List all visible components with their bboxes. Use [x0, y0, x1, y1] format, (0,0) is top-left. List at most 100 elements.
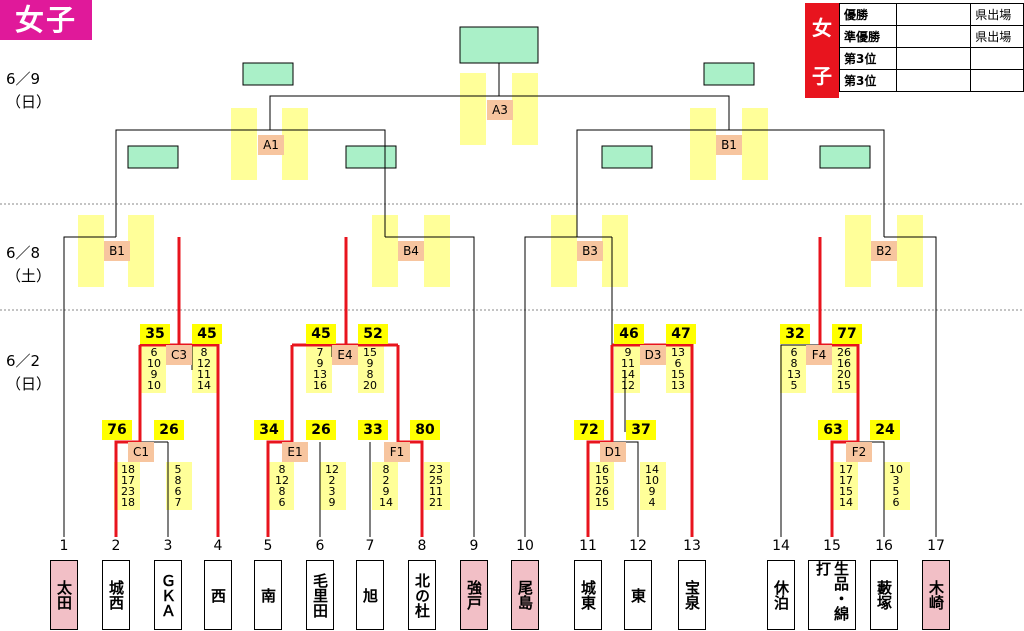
results-table: 優勝県出場 準優勝県出場 第3位 第3位	[839, 3, 1024, 92]
date-label-round1: 6／2 （日）	[6, 350, 51, 396]
results-row: 準優勝県出場	[839, 25, 1024, 48]
match-f1: F1	[384, 442, 410, 462]
match-d1: D1	[600, 442, 626, 462]
results-blank	[895, 25, 972, 48]
results-side-bottom: 子	[812, 63, 832, 88]
team-name: 強戸	[465, 580, 483, 610]
team-number: 14	[772, 538, 790, 554]
team-number: 8	[417, 538, 427, 554]
date-day: （日）	[6, 375, 52, 393]
match-f4: F4	[806, 345, 832, 365]
results-venue	[970, 47, 1024, 70]
team-box: 宝泉	[678, 560, 706, 630]
team-box: 南	[254, 560, 282, 630]
match-c3: C3	[166, 345, 192, 365]
team-box: 東	[624, 560, 652, 630]
match-f2: F2	[846, 442, 872, 462]
results-label: 準優勝	[839, 25, 897, 48]
team-name: 藪塚	[875, 580, 893, 610]
team-name: 宝泉	[683, 580, 701, 610]
team-number: 13	[683, 538, 701, 554]
team-name: 木崎	[927, 580, 945, 610]
team-box: 木崎	[922, 560, 950, 630]
team-name: 南	[259, 587, 277, 603]
results-venue: 県出場	[970, 3, 1024, 26]
score-f1-right: 80	[410, 420, 440, 440]
bracket-black	[63, 63, 937, 537]
placeholder-boxes	[127, 26, 871, 169]
team-name: 城西	[107, 580, 125, 610]
results-blank	[895, 3, 972, 26]
match-e1: E1	[282, 442, 308, 462]
date-label-final: 6／9 （日）	[6, 68, 51, 114]
score-c1-right: 26	[154, 420, 184, 440]
results-venue	[970, 69, 1024, 92]
team-box: 尾島	[511, 560, 539, 630]
team-box: 城西	[102, 560, 130, 630]
score-f2-right: 24	[870, 420, 900, 440]
results-side-label: 女 子	[805, 3, 839, 98]
match-b3: B3	[577, 241, 603, 261]
team-name: 北の杜	[413, 572, 431, 618]
team-number: 17	[927, 538, 945, 554]
score-c1-left: 76	[102, 420, 132, 440]
score-c3-right: 45	[192, 324, 222, 344]
score-f1-left: 33	[358, 420, 388, 440]
team-box: 旭	[356, 560, 384, 630]
match-b1: B1	[104, 241, 130, 261]
score-e1-left: 34	[254, 420, 284, 440]
team-box: 休泊	[767, 560, 795, 630]
score-c3-left: 35	[140, 324, 170, 344]
team-box: 毛里田	[306, 560, 334, 630]
team-name: 東	[629, 587, 647, 603]
results-label: 第3位	[839, 69, 897, 92]
team-name: 城東	[579, 580, 597, 610]
date-day: （日）	[6, 93, 52, 111]
team-name: ＧＫＡ	[159, 572, 177, 618]
team-number: 12	[629, 538, 647, 554]
date-label-round2: 6／8 （土）	[6, 242, 51, 288]
results-row: 第3位	[839, 69, 1024, 92]
score-f2-left: 63	[818, 420, 848, 440]
bracket-title: 女子	[0, 0, 92, 40]
team-box: ＧＫＡ	[154, 560, 182, 630]
team-name: 休泊	[772, 580, 790, 610]
match-b2: B2	[871, 241, 897, 261]
team-number: 4	[213, 538, 223, 554]
team-number: 10	[516, 538, 534, 554]
match-c1: C1	[128, 442, 154, 462]
score-f4-left: 32	[780, 324, 810, 344]
team-name: 太田	[55, 580, 73, 610]
team-box: 生品・綿打	[808, 560, 856, 630]
results-blank	[895, 69, 972, 92]
match-b4: B4	[398, 241, 424, 261]
team-box: 太田	[50, 560, 78, 630]
team-number: 9	[469, 538, 479, 554]
team-number: 1	[59, 538, 69, 554]
results-blank	[895, 47, 972, 70]
score-d1-left: 72	[574, 420, 604, 440]
team-name: 旭	[361, 587, 379, 603]
team-box: 藪塚	[870, 560, 898, 630]
date-line: 6／2	[6, 352, 41, 370]
date-line: 6／9	[6, 70, 41, 88]
team-name: 西	[209, 587, 227, 603]
date-day: （土）	[6, 267, 52, 285]
score-e4-left: 45	[306, 324, 336, 344]
score-f4-right: 77	[832, 324, 862, 344]
slot-boxes	[78, 73, 923, 510]
score-d3-left: 46	[614, 324, 644, 344]
